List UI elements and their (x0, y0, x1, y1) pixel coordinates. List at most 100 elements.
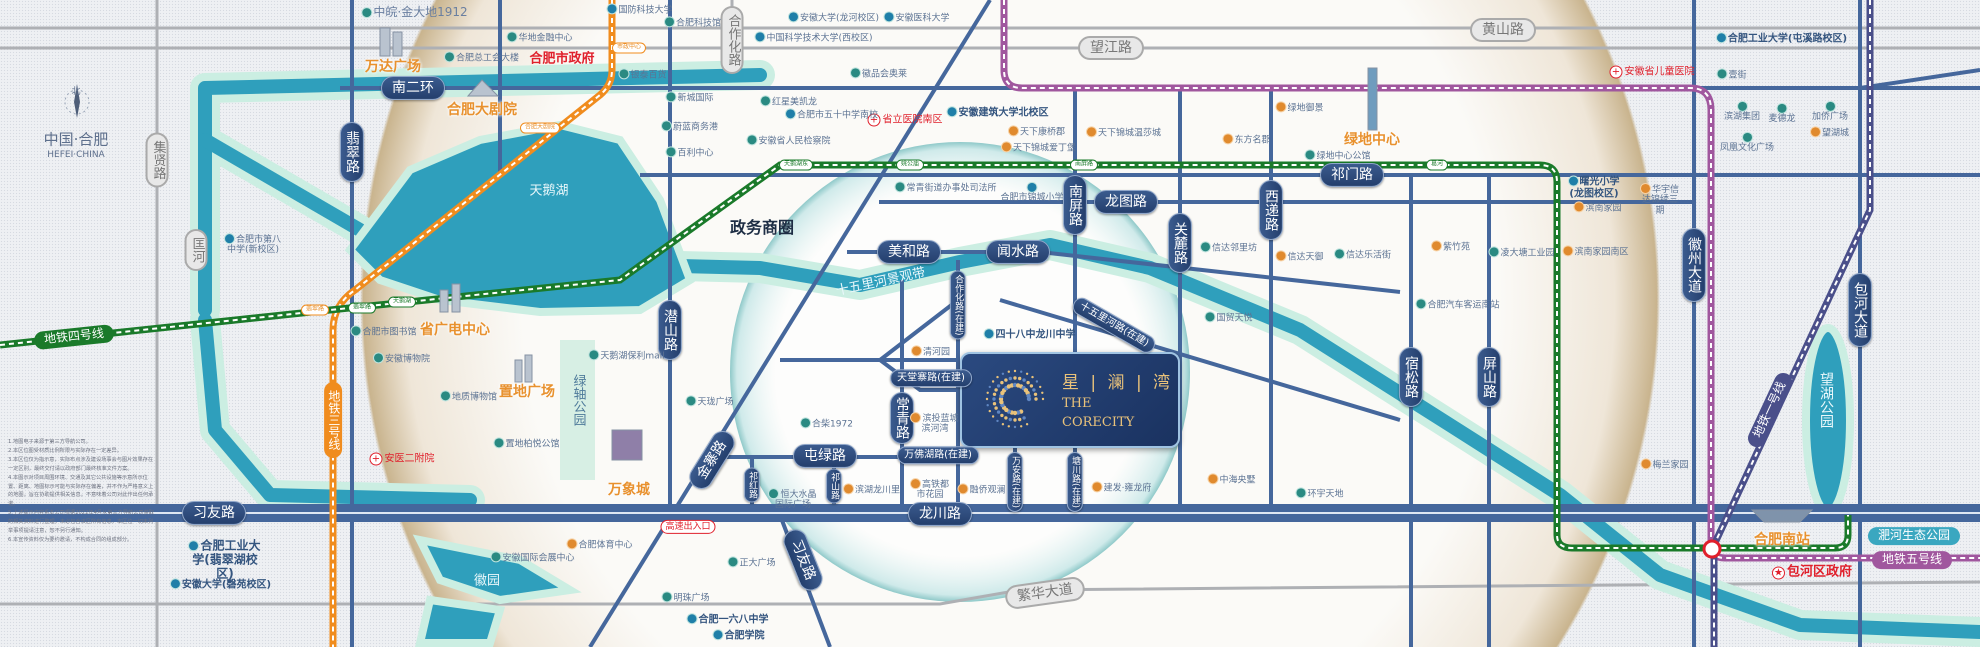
poi-label[interactable]: 合肥汽车客运南站 (1416, 299, 1500, 310)
poi-label[interactable]: 东方名郡 (1223, 134, 1271, 145)
poi-label[interactable]: 常青街道办事处司法所 (895, 182, 997, 193)
road-xidi[interactable]: 西递路 (1258, 180, 1284, 240)
road-shiwulihe[interactable]: 十五里河路(在建) (1069, 294, 1159, 356)
road-jixian[interactable]: 集贤路 (145, 132, 169, 188)
poi-label[interactable]: 信达乐活街 (1334, 249, 1391, 260)
road-huangshan[interactable]: 黄山路 (1470, 17, 1536, 43)
poi-label[interactable]: 麦德龙 (1768, 103, 1796, 124)
poi-label[interactable]: 银泰百货 (619, 69, 667, 80)
road-wangjiang[interactable]: 望江路 (1078, 35, 1144, 61)
station-shizhengzhongxin[interactable]: 市政中心 (611, 42, 647, 54)
project-card-xinglanwan[interactable]: 星 | 澜 | 湾 THE CORECITY (960, 352, 1180, 448)
road-huizhou[interactable]: 徽州大道 (1681, 228, 1707, 302)
poi-label[interactable]: 国防科技大学 (607, 4, 673, 15)
road-pingshan[interactable]: 屏山路 (1476, 347, 1502, 407)
poi-label[interactable]: 合肥市锦城小学 (1000, 182, 1064, 203)
poi-label[interactable]: 信达天御 (1276, 251, 1324, 262)
poi-label[interactable]: 滨投蓝城滨河湾 (911, 413, 959, 435)
road-wanan[interactable]: 万安路(在建) (1006, 451, 1024, 513)
poi-label[interactable]: 安徽大学(龙河校区) (788, 12, 879, 23)
highway-exit-label[interactable]: 高速出入口 (660, 519, 716, 535)
poi-label[interactable]: 合肥一六八中学 (687, 614, 769, 626)
road-qimen[interactable]: 祁门路 (1320, 162, 1384, 188)
landmark-grand-theatre[interactable]: 合肥大剧院 (447, 102, 517, 118)
poi-label[interactable]: 天下锦城爱丁堡 (1001, 142, 1076, 153)
park-wanghu[interactable]: 望湖公园 (1818, 372, 1834, 428)
poi-label[interactable]: 滨南家园 (1574, 202, 1622, 213)
poi-label[interactable]: 中皖·金大地1912 (362, 5, 468, 20)
poi-label[interactable]: 紫竹苑 (1431, 241, 1470, 252)
road-tunlv[interactable]: 屯绿路 (793, 443, 857, 469)
road-meihe[interactable]: 美和路 (877, 239, 941, 265)
road-tiantangzhai[interactable]: 天堂寨路(在建) (890, 369, 972, 387)
station-feicuilu-3[interactable]: 翡翠路 (300, 304, 330, 316)
poi-label[interactable]: 高铁都市花园 (910, 479, 950, 501)
station-dajuyuan[interactable]: 合肥大剧院 (519, 122, 561, 134)
poi-label[interactable]: 梅兰家园 (1641, 459, 1689, 470)
poi-label[interactable]: 安徽大学(磬苑校区) (170, 579, 271, 591)
poi-label[interactable]: 融侨观澜 (958, 484, 1006, 495)
road-fanhua[interactable]: 繁华大道 (1003, 575, 1087, 611)
poi-label[interactable]: 天珑广场 (686, 396, 734, 407)
poi-label[interactable]: 安徽国际会展中心 (491, 552, 575, 563)
road-qianshan[interactable]: 潜山路 (657, 300, 683, 360)
hospital-children[interactable]: +安徽省儿童医院 (1609, 65, 1695, 79)
poi-label[interactable]: 华地金融中心 (507, 32, 573, 43)
poi-label[interactable]: 合肥工业大学(屯溪路校区) (1716, 33, 1847, 45)
poi-label[interactable]: 建发·雍龙府 (1092, 482, 1151, 493)
landmark-mixc[interactable]: 万象城 (608, 482, 650, 498)
landmark-guangdian[interactable]: 省广电中心 (420, 322, 490, 338)
poi-label[interactable]: 合柴1972 (801, 418, 853, 429)
station-nanpinglu[interactable]: 南屏路 (1069, 159, 1099, 171)
poi-label[interactable]: 壹街 (1717, 69, 1747, 80)
road-hezuohua[interactable]: 合作化路 (720, 6, 744, 74)
poi-label[interactable]: 滨南家园南区 (1563, 246, 1629, 257)
metro-line-1-label[interactable]: 地铁一号线 (1745, 369, 1795, 451)
poi-label[interactable]: 滨湖龙川里 (843, 484, 900, 495)
poi-label[interactable]: 滨湖集团 (1724, 101, 1760, 122)
poi-label[interactable]: 地质博物馆 (440, 391, 497, 402)
road-xiyou-diagonal[interactable]: 习友路 (779, 525, 827, 595)
poi-label[interactable]: 合肥总工会大楼 (444, 52, 519, 63)
gov-hefei-city[interactable]: 合肥市政府 (529, 52, 594, 68)
metro-line-4-label[interactable]: 地铁四号线 (33, 323, 115, 351)
metro-line-3-label[interactable]: 地铁三号线 (324, 382, 342, 458)
road-wanfohu[interactable]: 万佛湖路(在建) (897, 446, 979, 464)
road-qishan[interactable]: 祁山路 (825, 468, 843, 504)
road-guanlu[interactable]: 关麓路 (1167, 213, 1193, 273)
road-hezuohua-new[interactable]: 合作化路(在建) (949, 270, 967, 340)
poi-label[interactable]: 安徽博物院 (373, 353, 430, 364)
poi-label[interactable]: 曙光小学(龙图校区) (1564, 176, 1624, 200)
poi-label[interactable]: 天鹅湖保利mall (589, 350, 665, 361)
poi-label[interactable]: 恒大水晶国际广场 (769, 489, 817, 511)
road-changqing[interactable]: 常青路 (889, 392, 915, 444)
poi-label[interactable]: 国贸天悦 (1205, 312, 1253, 323)
landmark-greenland-center[interactable]: 绿地中心 (1344, 132, 1400, 148)
lake-huiyuan[interactable]: 徽园 (474, 574, 500, 590)
poi-label[interactable]: 绿地中心公馆 (1305, 150, 1371, 161)
landmark-wanda[interactable]: 万达广场 (365, 59, 421, 75)
station-feicuilu-4[interactable]: 翡翠路 (347, 302, 377, 314)
landmark-hefei-south-station[interactable]: 合肥南站 (1754, 532, 1810, 548)
road-longchuan[interactable]: 龙川路 (908, 501, 972, 527)
park-feihe[interactable]: 淝河生态公园 (1867, 527, 1961, 545)
poi-label[interactable]: 中海央墅 (1208, 474, 1256, 485)
poi-label[interactable]: 环宇天地 (1296, 488, 1344, 499)
poi-label[interactable]: 蔚蓝商务港 (661, 121, 718, 132)
station-tianehudong[interactable]: 天鹅湖东 (778, 159, 814, 171)
road-baohe[interactable]: 包河大道 (1847, 273, 1873, 347)
road-nanping[interactable]: 南屏路 (1062, 175, 1088, 235)
poi-label[interactable]: 置地柏悦公馆 (494, 438, 560, 449)
road-qihong[interactable]: 祁红路 (743, 467, 761, 503)
poi-label[interactable]: 天下康桥郡 (1008, 126, 1065, 137)
metro-line-5-label[interactable]: 地铁五号线 (1871, 551, 1953, 569)
hospital-anyi-second[interactable]: +安医二附院 (369, 452, 435, 466)
park-green-axis[interactable]: 绿轴公园 (570, 374, 585, 426)
poi-label[interactable]: 红星美凯龙 (760, 96, 817, 107)
poi-label[interactable]: 清河园 (911, 346, 950, 357)
poi-label[interactable]: 合肥体育中心 (567, 539, 633, 550)
poi-label[interactable]: 合肥市五十中学南校 (785, 109, 878, 120)
landmark-zhidi[interactable]: 置地广场 (499, 384, 555, 400)
poi-label[interactable]: 安徽省人民检察院 (747, 135, 831, 146)
poi-label[interactable]: 徽品会奥莱 (850, 68, 907, 79)
